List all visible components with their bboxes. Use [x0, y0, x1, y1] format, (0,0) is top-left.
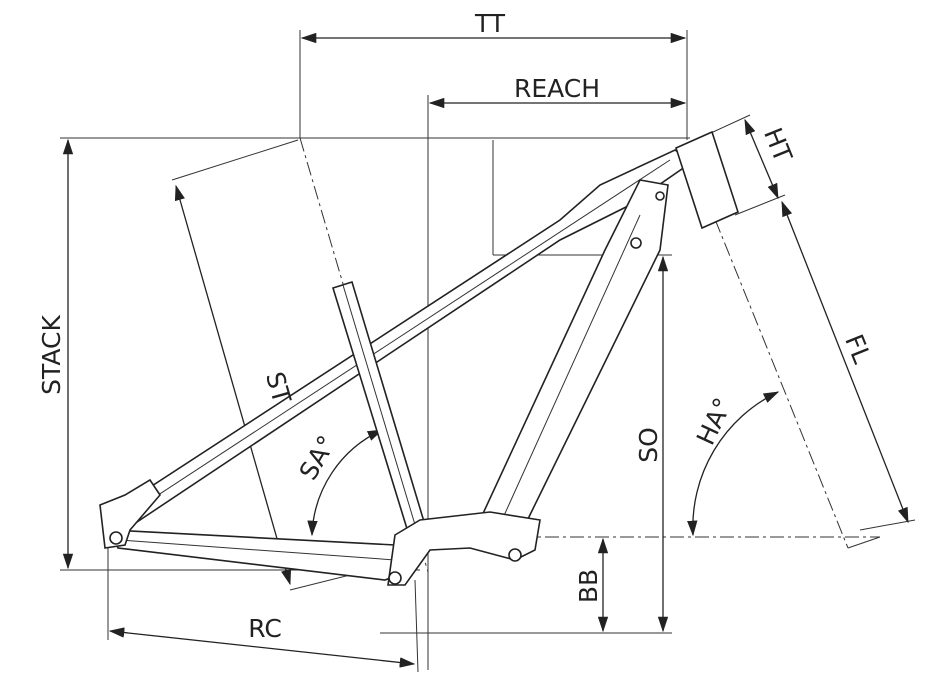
sa-label: SA° [294, 431, 342, 485]
head-tube [675, 130, 739, 230]
bb-label: BB [574, 569, 603, 603]
rear-dropout [99, 478, 162, 549]
bike-frame [99, 130, 739, 586]
sa-arc [307, 429, 384, 537]
tt-label: TT [474, 9, 506, 38]
ht-dimension [744, 118, 779, 200]
chainstay [110, 529, 412, 581]
rc-label: RC [248, 614, 282, 643]
ha-label: HA° [691, 393, 738, 449]
fl-dimension [781, 200, 909, 524]
stack-label: STACK [37, 315, 66, 395]
dimension-lines [62, 32, 909, 668]
ht-label: HT [758, 124, 798, 167]
so-label: SO [634, 427, 663, 463]
rc-dimension [108, 627, 416, 668]
st-dimension [174, 184, 292, 586]
ha-arc [687, 391, 780, 537]
reach-label: REACH [514, 74, 600, 103]
